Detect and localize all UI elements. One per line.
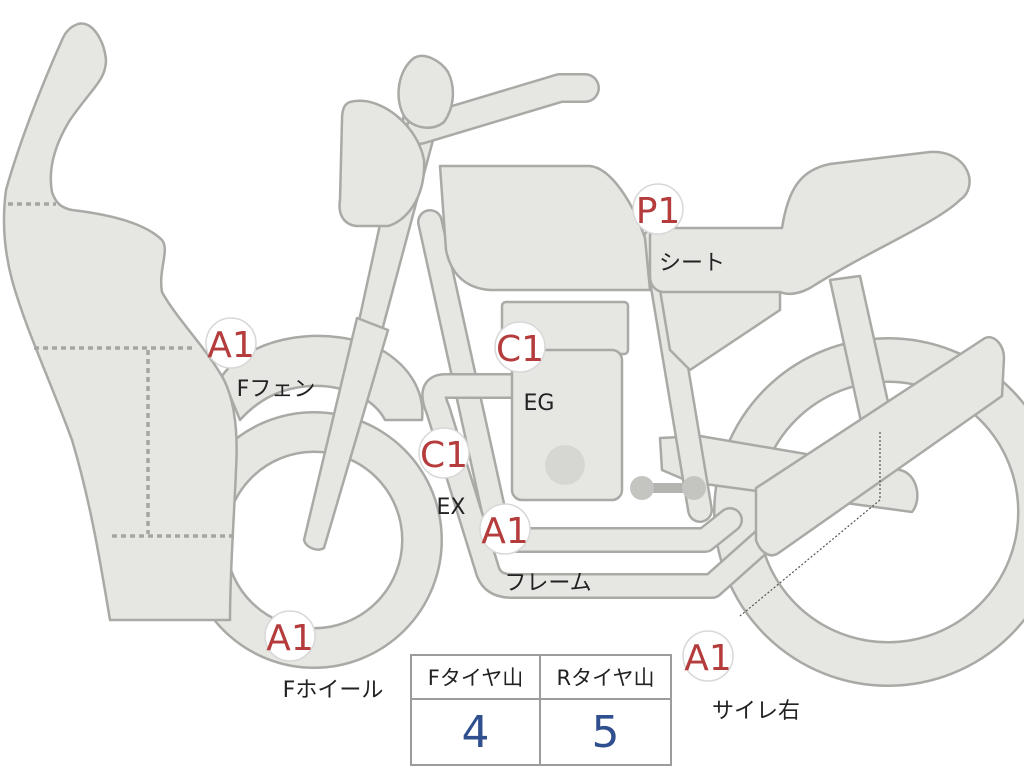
muffler-leader-line	[739, 432, 881, 617]
svg-text:C1: C1	[496, 329, 544, 370]
badge-f-fender: A1 Fフェン	[205, 317, 316, 402]
cowl-panel-seams	[8, 202, 234, 538]
rear-tire-tread-header: Rタイヤ山	[541, 656, 670, 700]
badge-frame: A1 フレーム	[479, 503, 592, 596]
exhaust-pipe	[421, 373, 808, 599]
label-engine: EG	[524, 391, 555, 416]
mirror	[397, 54, 455, 129]
front-tire-tread-value: 4	[412, 700, 541, 764]
svg-text:P1: P1	[636, 191, 681, 232]
label-f-wheel: Fホイール	[283, 678, 384, 703]
label-seat: シート	[659, 251, 725, 276]
label-muffler-right: サイレ右	[712, 699, 800, 724]
label-f-fender: Fフェン	[237, 377, 316, 402]
front-tire-tread-header: Fタイヤ山	[412, 656, 541, 700]
badge-f-wheel: A1 Fホイール	[264, 610, 384, 703]
svg-text:A1: A1	[266, 618, 314, 659]
front-cowl	[2, 22, 238, 622]
front-fork-lower	[302, 316, 390, 551]
handlebar	[405, 73, 600, 145]
rear-tire-tread-value: 5	[591, 706, 620, 758]
badge-exhaust: C1 EX	[418, 427, 470, 520]
side-cover	[658, 288, 782, 372]
svg-text:A1: A1	[481, 511, 529, 552]
label-frame: フレーム	[504, 571, 591, 596]
headlight	[338, 99, 426, 228]
badge-seat: P1 シート	[632, 183, 725, 276]
svg-text:C1: C1	[420, 435, 468, 476]
badge-engine: C1 EG	[494, 321, 555, 416]
seat	[648, 150, 971, 295]
badge-muffler-right: A1 サイレ右	[682, 630, 800, 724]
muffler	[754, 335, 1006, 557]
svg-text:A1: A1	[207, 325, 255, 366]
fuel-tank	[438, 164, 652, 292]
tire-tread-table: Fタイヤ山 Rタイヤ山 4 5	[410, 654, 672, 766]
svg-text:A1: A1	[684, 638, 732, 679]
label-exhaust: EX	[437, 495, 466, 520]
